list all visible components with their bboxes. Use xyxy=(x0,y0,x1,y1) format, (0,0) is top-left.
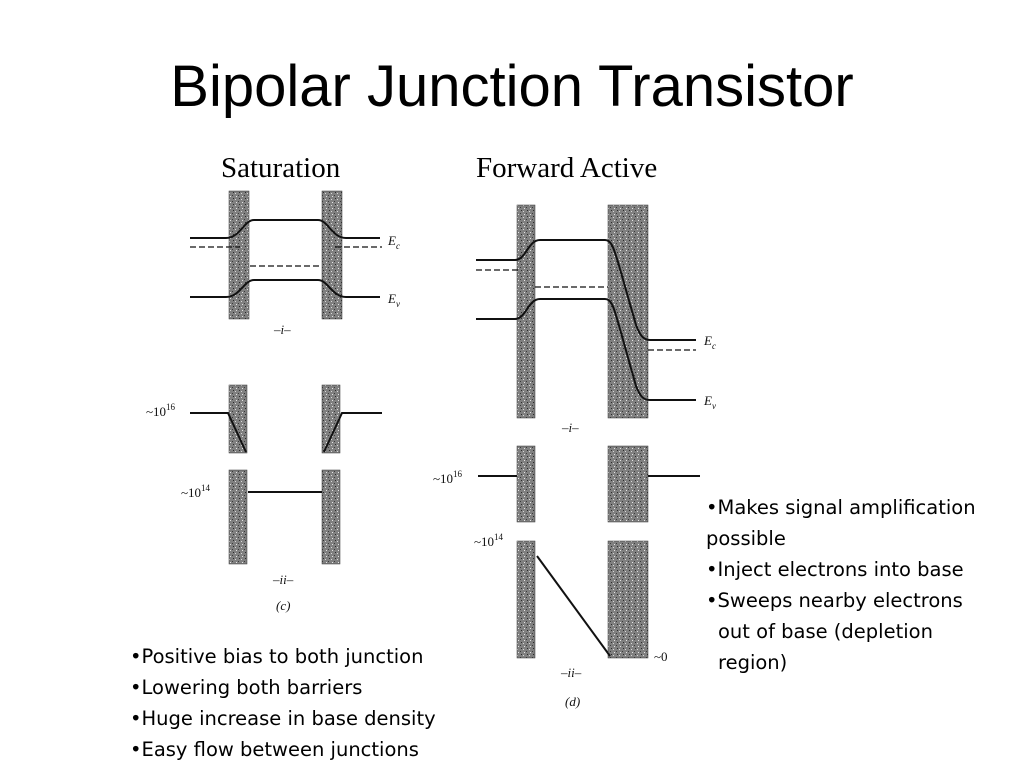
emitter-density-line xyxy=(190,412,247,453)
density-low-label: ~1014 xyxy=(181,483,211,500)
bullet-item: •Lowering both barriers xyxy=(130,676,363,699)
collector-density-line xyxy=(323,412,382,453)
collector-junction-upper xyxy=(321,384,341,454)
bullet-item: •Inject electrons into base xyxy=(706,558,964,581)
forward-active-band-diagram: Ec Ev –i– xyxy=(476,204,716,435)
emitter-junction-upper xyxy=(228,384,248,454)
saturation-bullets: •Positive bias to both junction •Lowerin… xyxy=(130,641,436,765)
panel-caption: (d) xyxy=(565,694,580,709)
density-zero-label: ~0 xyxy=(654,649,668,664)
saturation-heading: Saturation xyxy=(221,152,341,184)
band-caption: –i– xyxy=(561,420,579,435)
emitter-junction-lower xyxy=(516,540,536,659)
bullet-item: •Easy flow between junctions xyxy=(130,738,419,761)
bullet-item: •Positive bias to both junction xyxy=(130,645,424,668)
collector-junction-lower xyxy=(607,540,649,659)
emitter-base-junction xyxy=(228,190,250,320)
emitter-junction-lower xyxy=(228,469,248,565)
emitter-junction-upper xyxy=(516,445,536,523)
density-low-label: ~1014 xyxy=(474,532,504,549)
collector-junction-lower xyxy=(321,469,341,565)
panel-caption: (c) xyxy=(276,598,290,613)
bullet-item-continuation: out of base (depletion xyxy=(718,620,933,643)
slide-title: Bipolar Junction Transistor xyxy=(170,54,854,119)
base-collector-junction xyxy=(321,190,343,320)
density-caption: –ii– xyxy=(272,572,294,587)
bullet-item: •Makes signal amplification xyxy=(706,496,976,519)
saturation-band-diagram: Ec Ev –i– xyxy=(190,190,400,337)
density-high-label: ~1016 xyxy=(433,469,463,486)
bullet-item: •Sweeps nearby electrons xyxy=(706,589,963,612)
bullet-item-continuation: region) xyxy=(718,651,788,674)
base-density-gradient xyxy=(536,555,611,657)
ev-label: Ev xyxy=(703,393,716,411)
density-caption: –ii– xyxy=(560,665,582,680)
valence-band-line xyxy=(190,279,380,298)
density-high-label: ~1016 xyxy=(146,402,176,419)
saturation-density-diagram: ~1016 ~1014 –ii– (c) xyxy=(146,384,382,613)
band-caption: –i– xyxy=(273,322,291,337)
ec-label: Ec xyxy=(387,233,400,251)
conduction-band-line xyxy=(476,239,696,341)
forward-active-density-diagram: ~1016 ~1014 ~0 –ii– (d) xyxy=(433,445,700,709)
bullet-item-continuation: possible xyxy=(706,527,786,550)
valence-band-line xyxy=(476,298,696,401)
bullet-item: •Huge increase in base density xyxy=(130,707,436,730)
conduction-band-line xyxy=(190,219,380,239)
collector-junction-upper xyxy=(607,445,649,523)
forward-active-bullets: •Makes signal amplification possible •In… xyxy=(706,492,976,678)
forward-active-heading: Forward Active xyxy=(476,152,658,184)
ev-label: Ev xyxy=(387,291,400,309)
ec-label: Ec xyxy=(703,333,716,351)
